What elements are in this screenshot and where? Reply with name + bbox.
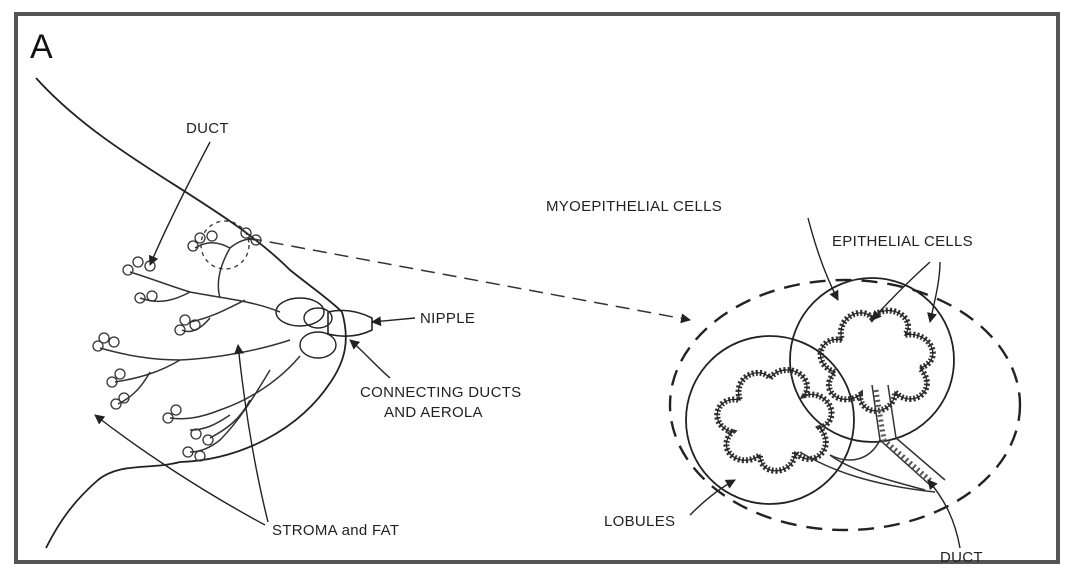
connecting-ducts-label-line2: AND AEROLA (384, 404, 483, 421)
nipple-shape (328, 310, 372, 336)
chest-wall-line (46, 462, 180, 548)
lobules-label: LOBULES (604, 513, 675, 530)
lower-lobule-epithelium (717, 370, 831, 471)
aerola-lobe-1 (276, 298, 324, 326)
connecting-ducts-label-line1: CONNECTING DUCTS (360, 384, 521, 401)
magnified-view-circle (670, 280, 1020, 530)
myoepithelial-cells-label: MYOEPITHELIAL CELLS (546, 198, 722, 215)
leader-arrows (95, 142, 960, 548)
breast-outline-upper (36, 78, 342, 312)
duct-tree (100, 239, 300, 452)
duct-label-bottom: DUCT (940, 549, 983, 566)
lobule-buds (93, 228, 261, 461)
panel-letter: A (30, 28, 53, 67)
duct-label-top: DUCT (186, 120, 229, 137)
magnified-ducts (800, 385, 945, 492)
nipple-label: NIPPLE (420, 310, 475, 327)
stroma-fat-label: STROMA and FAT (272, 522, 399, 539)
epithelial-cells-label: EPITHELIAL CELLS (832, 233, 973, 250)
breast-outline-lower (180, 312, 346, 462)
aerola-lobe-2 (300, 332, 336, 358)
